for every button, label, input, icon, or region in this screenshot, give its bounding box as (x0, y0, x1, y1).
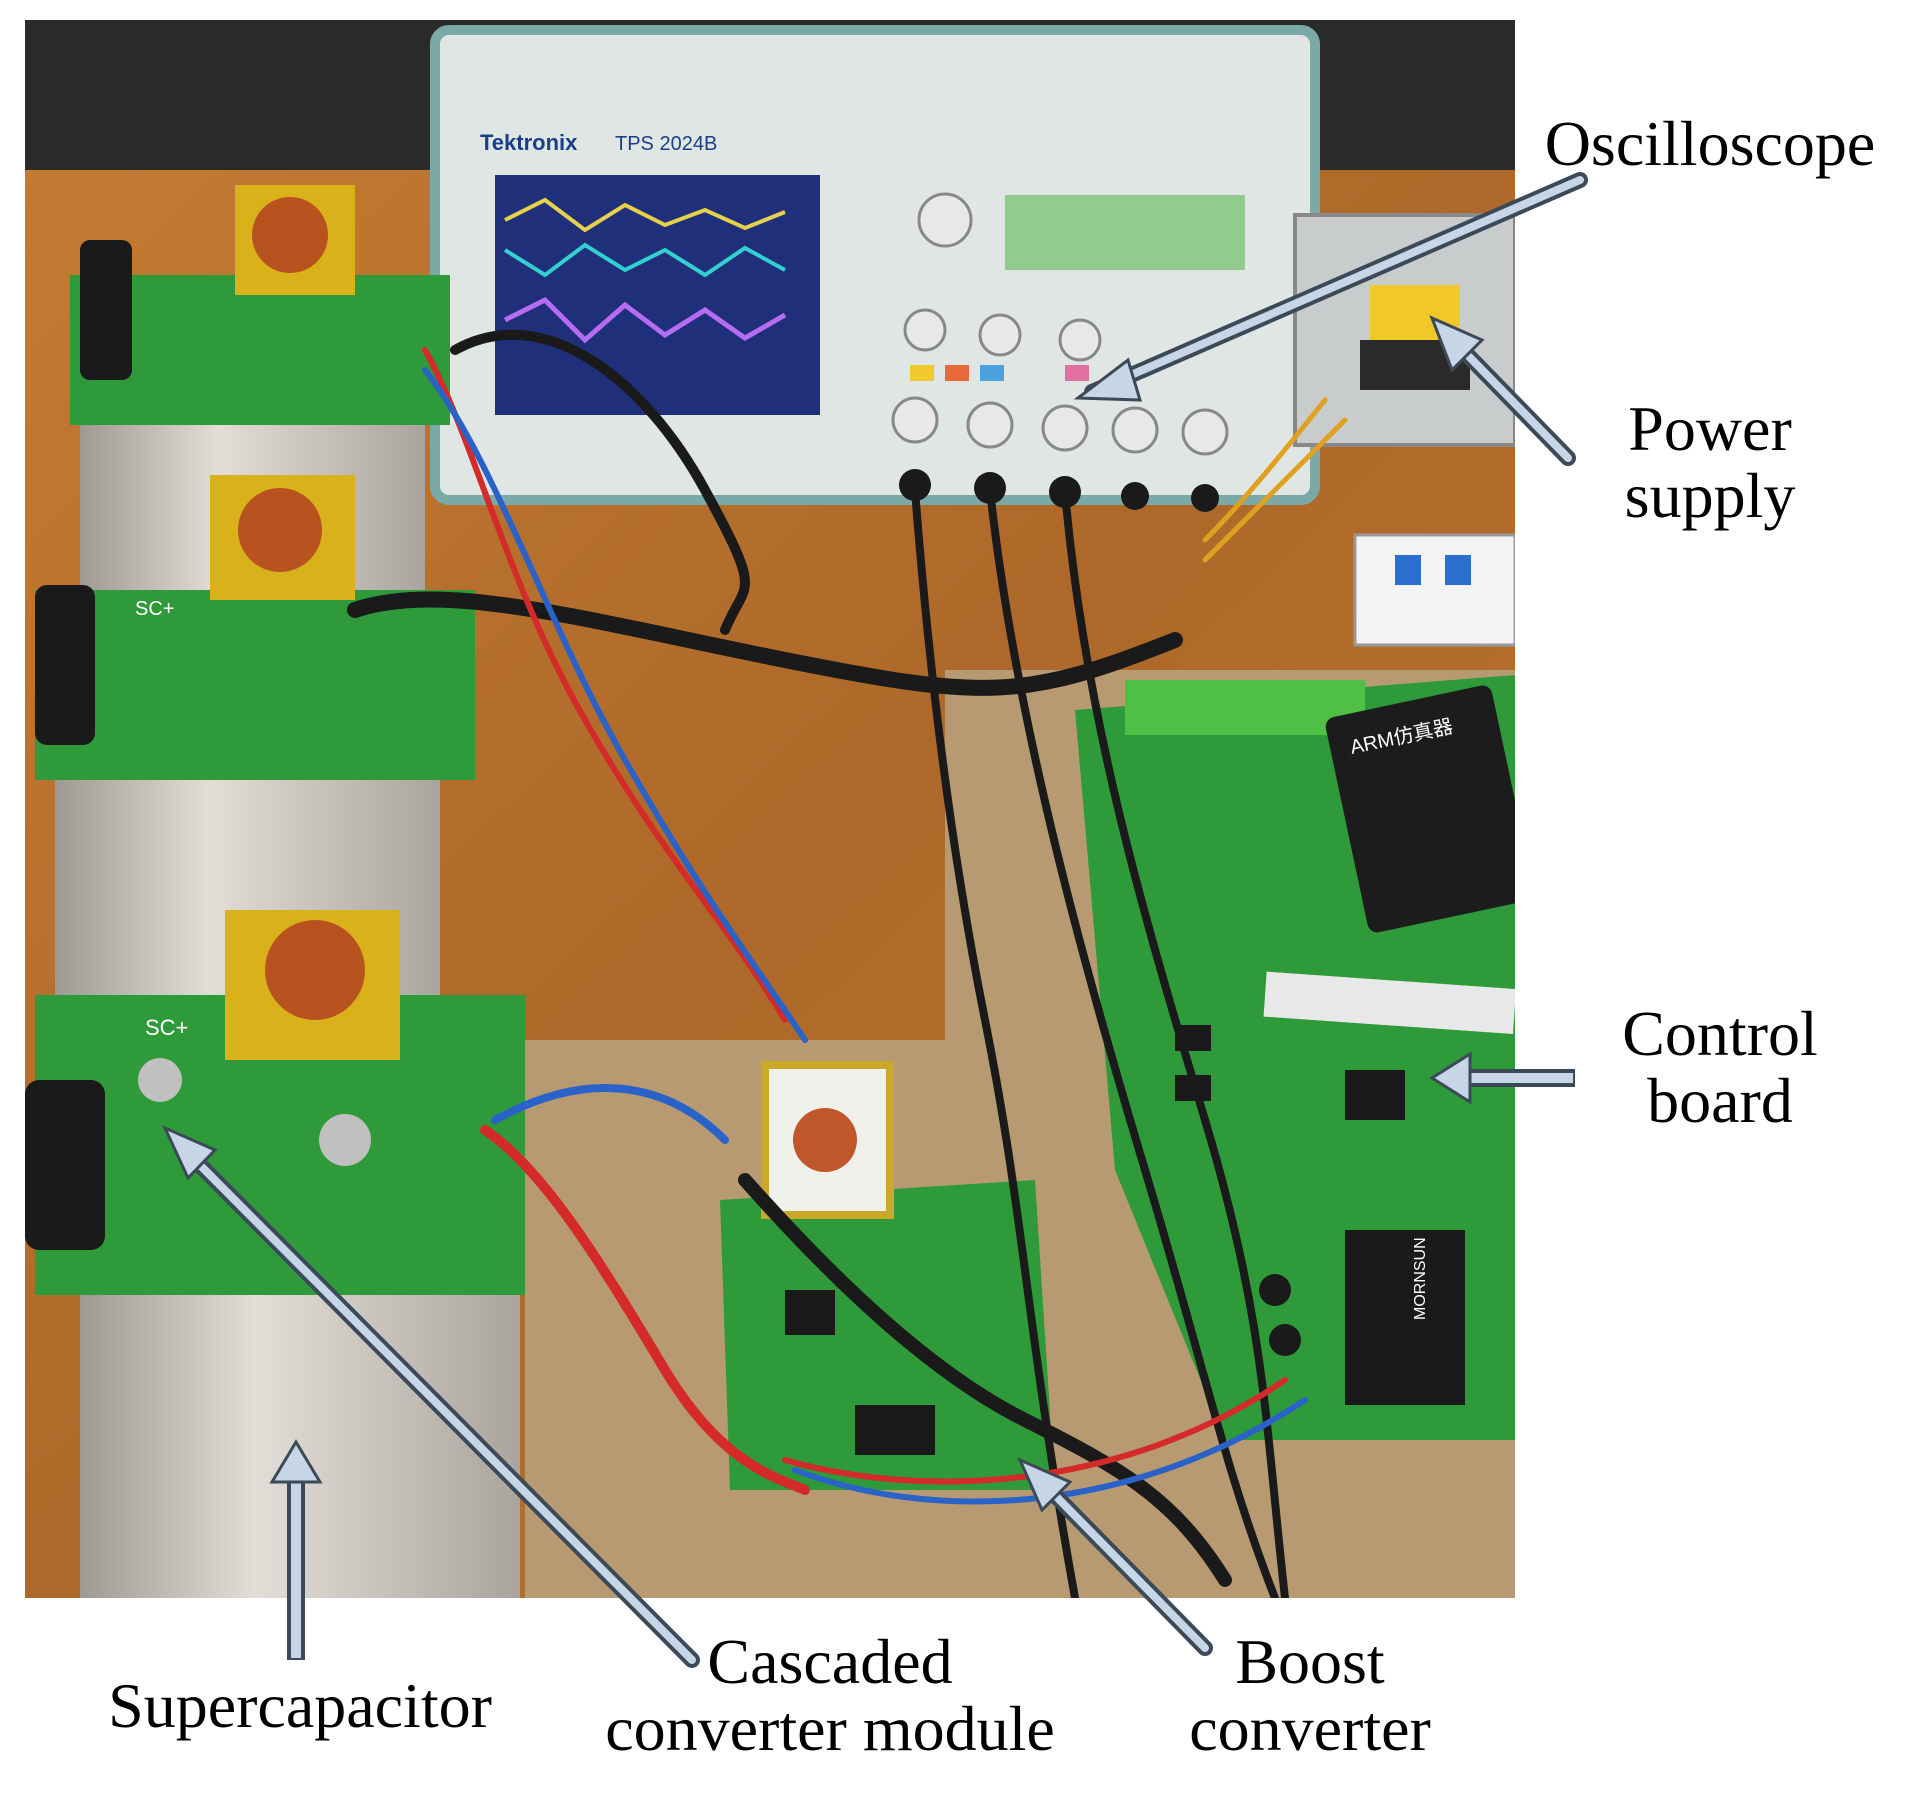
power-supply-label-line1: Power (1628, 393, 1792, 464)
cascaded-converter-label-line1: Cascaded (707, 1626, 953, 1697)
sc-label-middle: SC+ (135, 598, 174, 620)
wires-and-probes (347, 329, 1348, 1598)
control-board-label-line2: board (1647, 1065, 1793, 1137)
power-supply-label: Power supply (1560, 393, 1860, 532)
lab-setup-photo: Tektronix TPS 2024B (25, 20, 1515, 1598)
cascaded-converter-label-line2: converter module (605, 1693, 1055, 1765)
oscilloscope-arrow (1073, 172, 1588, 402)
cascaded-converter-modules: SC+ SC+ (25, 185, 525, 1295)
scope-model-text: TPS 2024B (615, 133, 717, 155)
power-supply-arrow (1429, 315, 1576, 466)
control-board-device: ARM仿真器 MORNSUN (1075, 675, 1515, 1440)
cascaded-converter-label: Cascaded converter module (570, 1626, 1090, 1765)
boost-converter-label-line1: Boost (1235, 1626, 1385, 1697)
scope-brand-text: Tektronix (480, 130, 578, 155)
sc-label-bottom: SC+ (145, 1015, 188, 1040)
control-board-label-line1: Control (1622, 998, 1818, 1069)
control-board-arrow (1429, 1051, 1575, 1105)
oscilloscope-label: Oscilloscope (1520, 110, 1900, 177)
power-supply-label-line2: supply (1624, 460, 1796, 532)
mornsun-text: MORNSUN (1412, 1237, 1429, 1320)
oscilloscope-label-text: Oscilloscope (1544, 108, 1876, 179)
boost-converter-label-line2: converter (1189, 1693, 1431, 1765)
photo-drawing: Tektronix TPS 2024B (25, 20, 1515, 1598)
supercapacitor-label: Supercapacitor (70, 1672, 530, 1739)
boost-converter-arrow (1017, 1457, 1213, 1656)
supercapacitor-arrow (269, 1439, 323, 1660)
control-board-label: Control board (1570, 998, 1870, 1137)
cascaded-converter-arrow (161, 1125, 700, 1668)
boost-converter-label: Boost converter (1160, 1626, 1460, 1765)
boost-converter-device (720, 1061, 1055, 1490)
supercapacitor-label-text: Supercapacitor (108, 1670, 492, 1741)
